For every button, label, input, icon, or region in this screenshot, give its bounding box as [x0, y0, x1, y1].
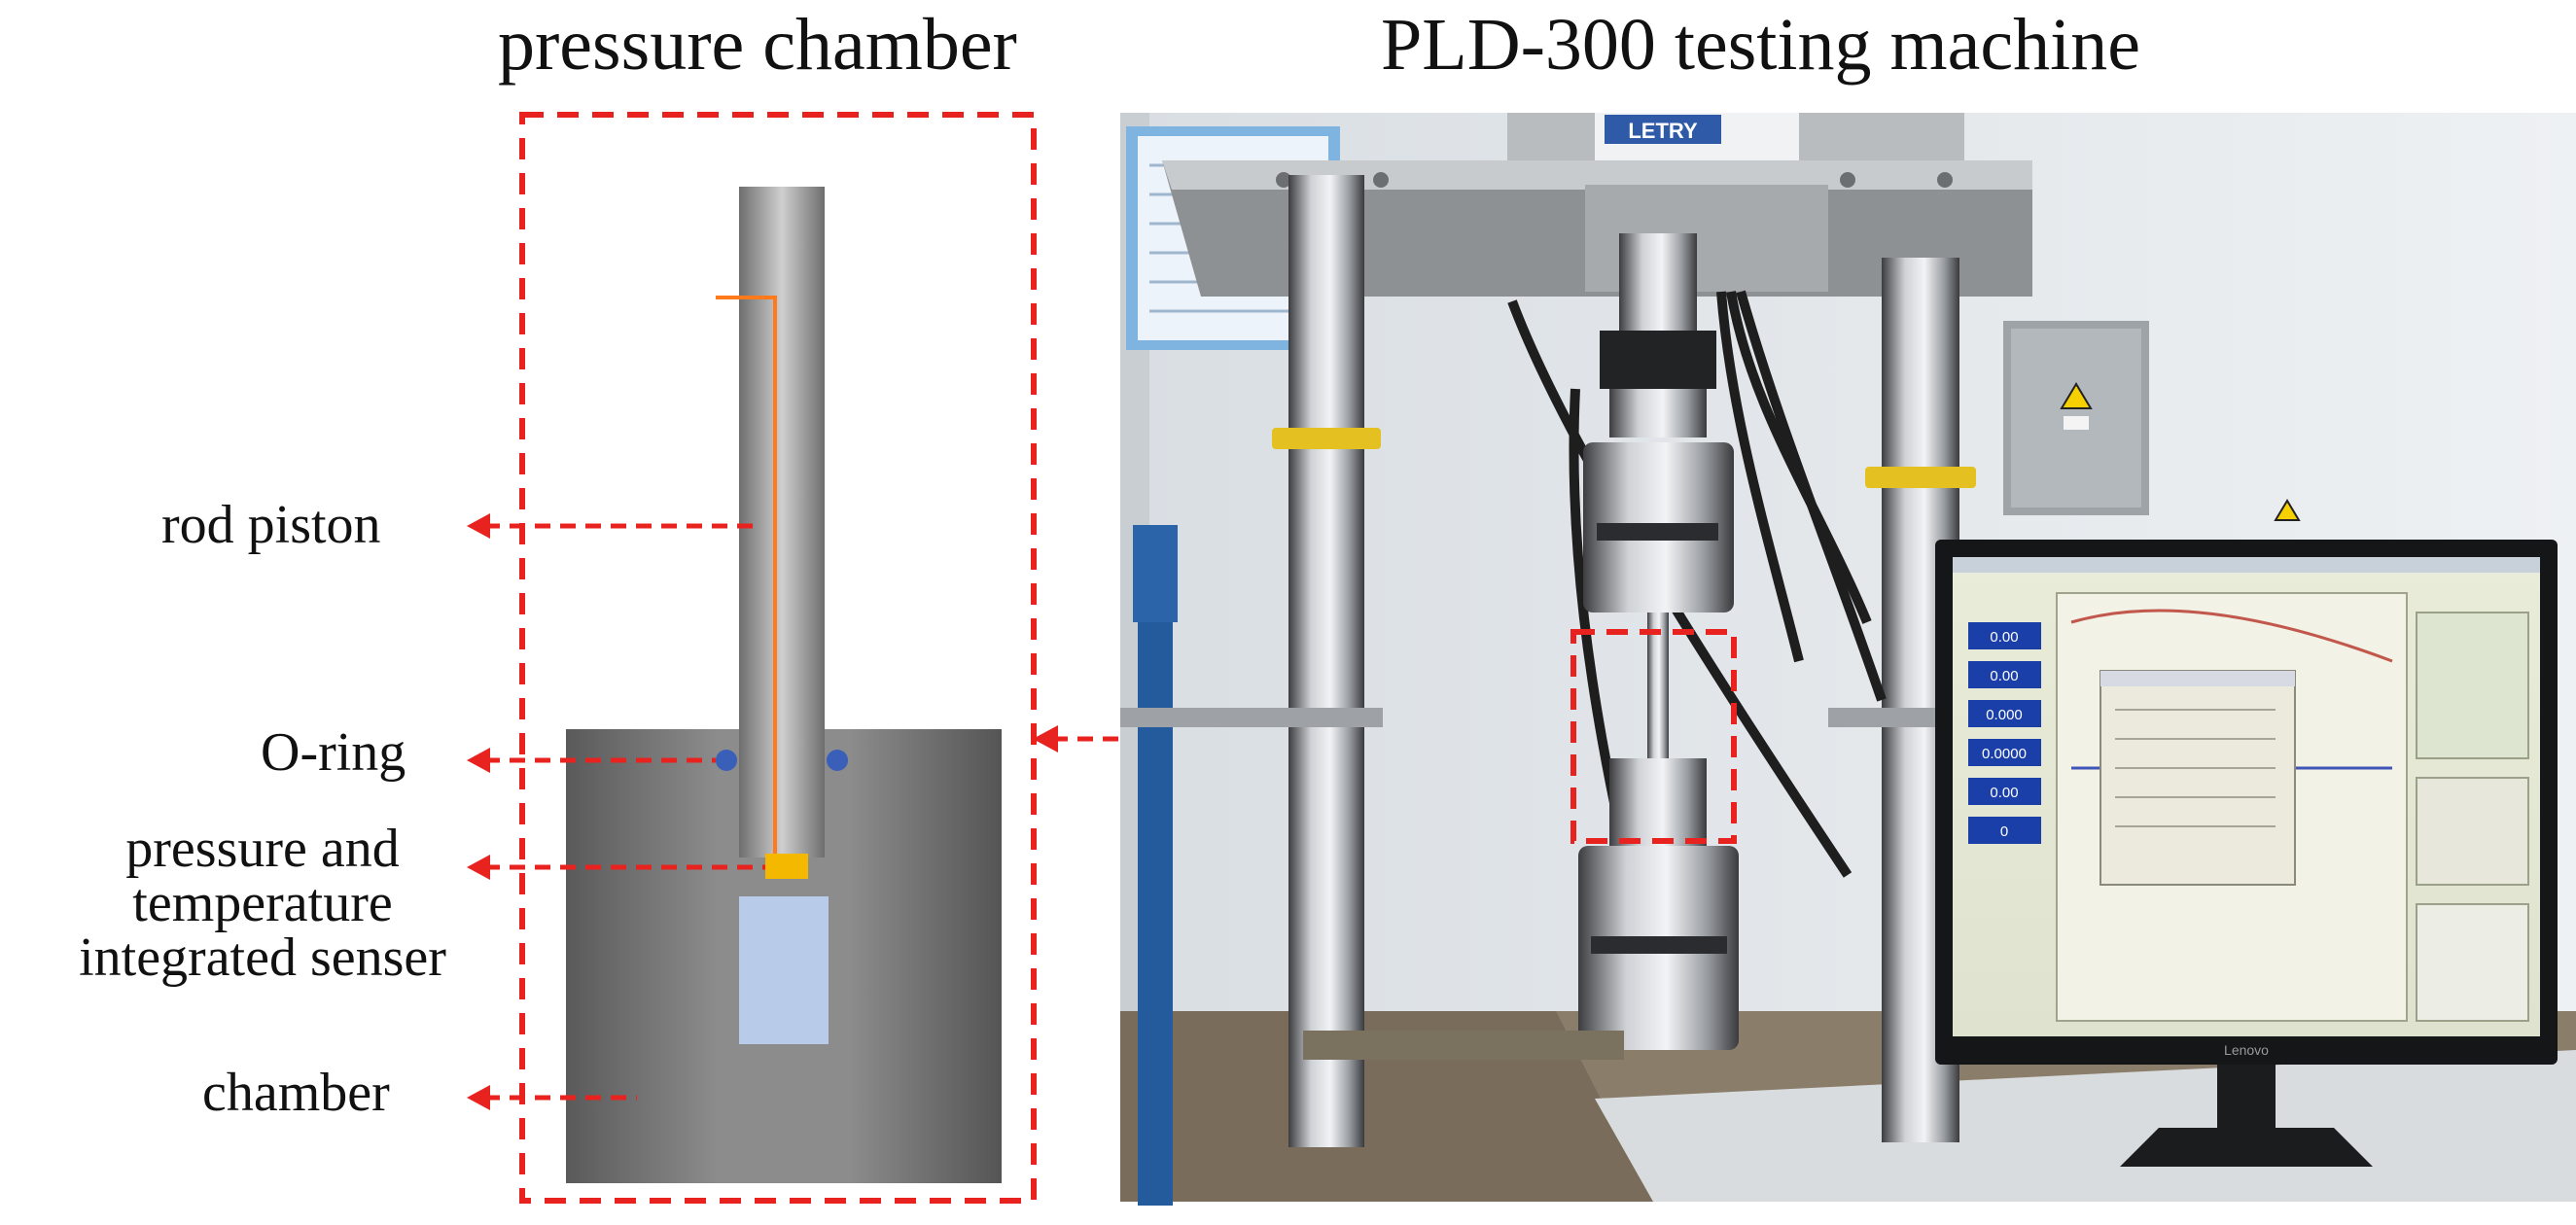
chamber-arrowhead [467, 1085, 490, 1110]
rod-piston [739, 187, 825, 858]
sensor-label: pressure and temperature integrated sens… [0, 822, 525, 985]
sensor-lead-wire [716, 296, 777, 854]
rod-piston-arrowhead [467, 513, 490, 539]
pressure-chamber-title: pressure chamber [498, 4, 1017, 86]
testing-machine-title: PLD-300 testing machine [1381, 4, 2140, 86]
brand-plate-text: LETRY [1628, 119, 1698, 143]
readout-6: 0 [2000, 823, 2008, 840]
specimen-block [739, 896, 829, 1044]
specimen-highlight [1570, 629, 1737, 844]
o-ring-left [716, 750, 737, 771]
readout-1: 0.00 [1990, 629, 2018, 646]
o-ring-label: O-ring [261, 722, 406, 783]
readout-5: 0.00 [1990, 785, 2018, 801]
o-ring-arrowhead [467, 748, 490, 773]
sensor-label-line-2: temperature [132, 873, 393, 933]
sensor-arrowhead [467, 855, 490, 880]
link-arrowhead [1033, 725, 1058, 752]
readout-2: 0.00 [1990, 668, 2018, 684]
chamber-label: chamber [202, 1063, 390, 1123]
sensor-block [765, 854, 808, 879]
chamber-frame [519, 112, 1037, 1204]
monitor-brand-text: Lenovo [2224, 1042, 2269, 1058]
rod-piston-label: rod piston [161, 495, 381, 555]
sensor-label-line-3: integrated senser [79, 928, 446, 988]
readout-4: 0.0000 [1982, 746, 2027, 762]
monitor-readouts: 0.00 0.00 0.000 0.0000 0.00 0 [1968, 622, 2041, 844]
testing-machine-photo: LETRY [1120, 113, 2576, 1206]
o-ring-right [827, 750, 848, 771]
readout-3: 0.000 [1986, 707, 2023, 723]
sensor-label-line-1: pressure and [125, 819, 400, 879]
